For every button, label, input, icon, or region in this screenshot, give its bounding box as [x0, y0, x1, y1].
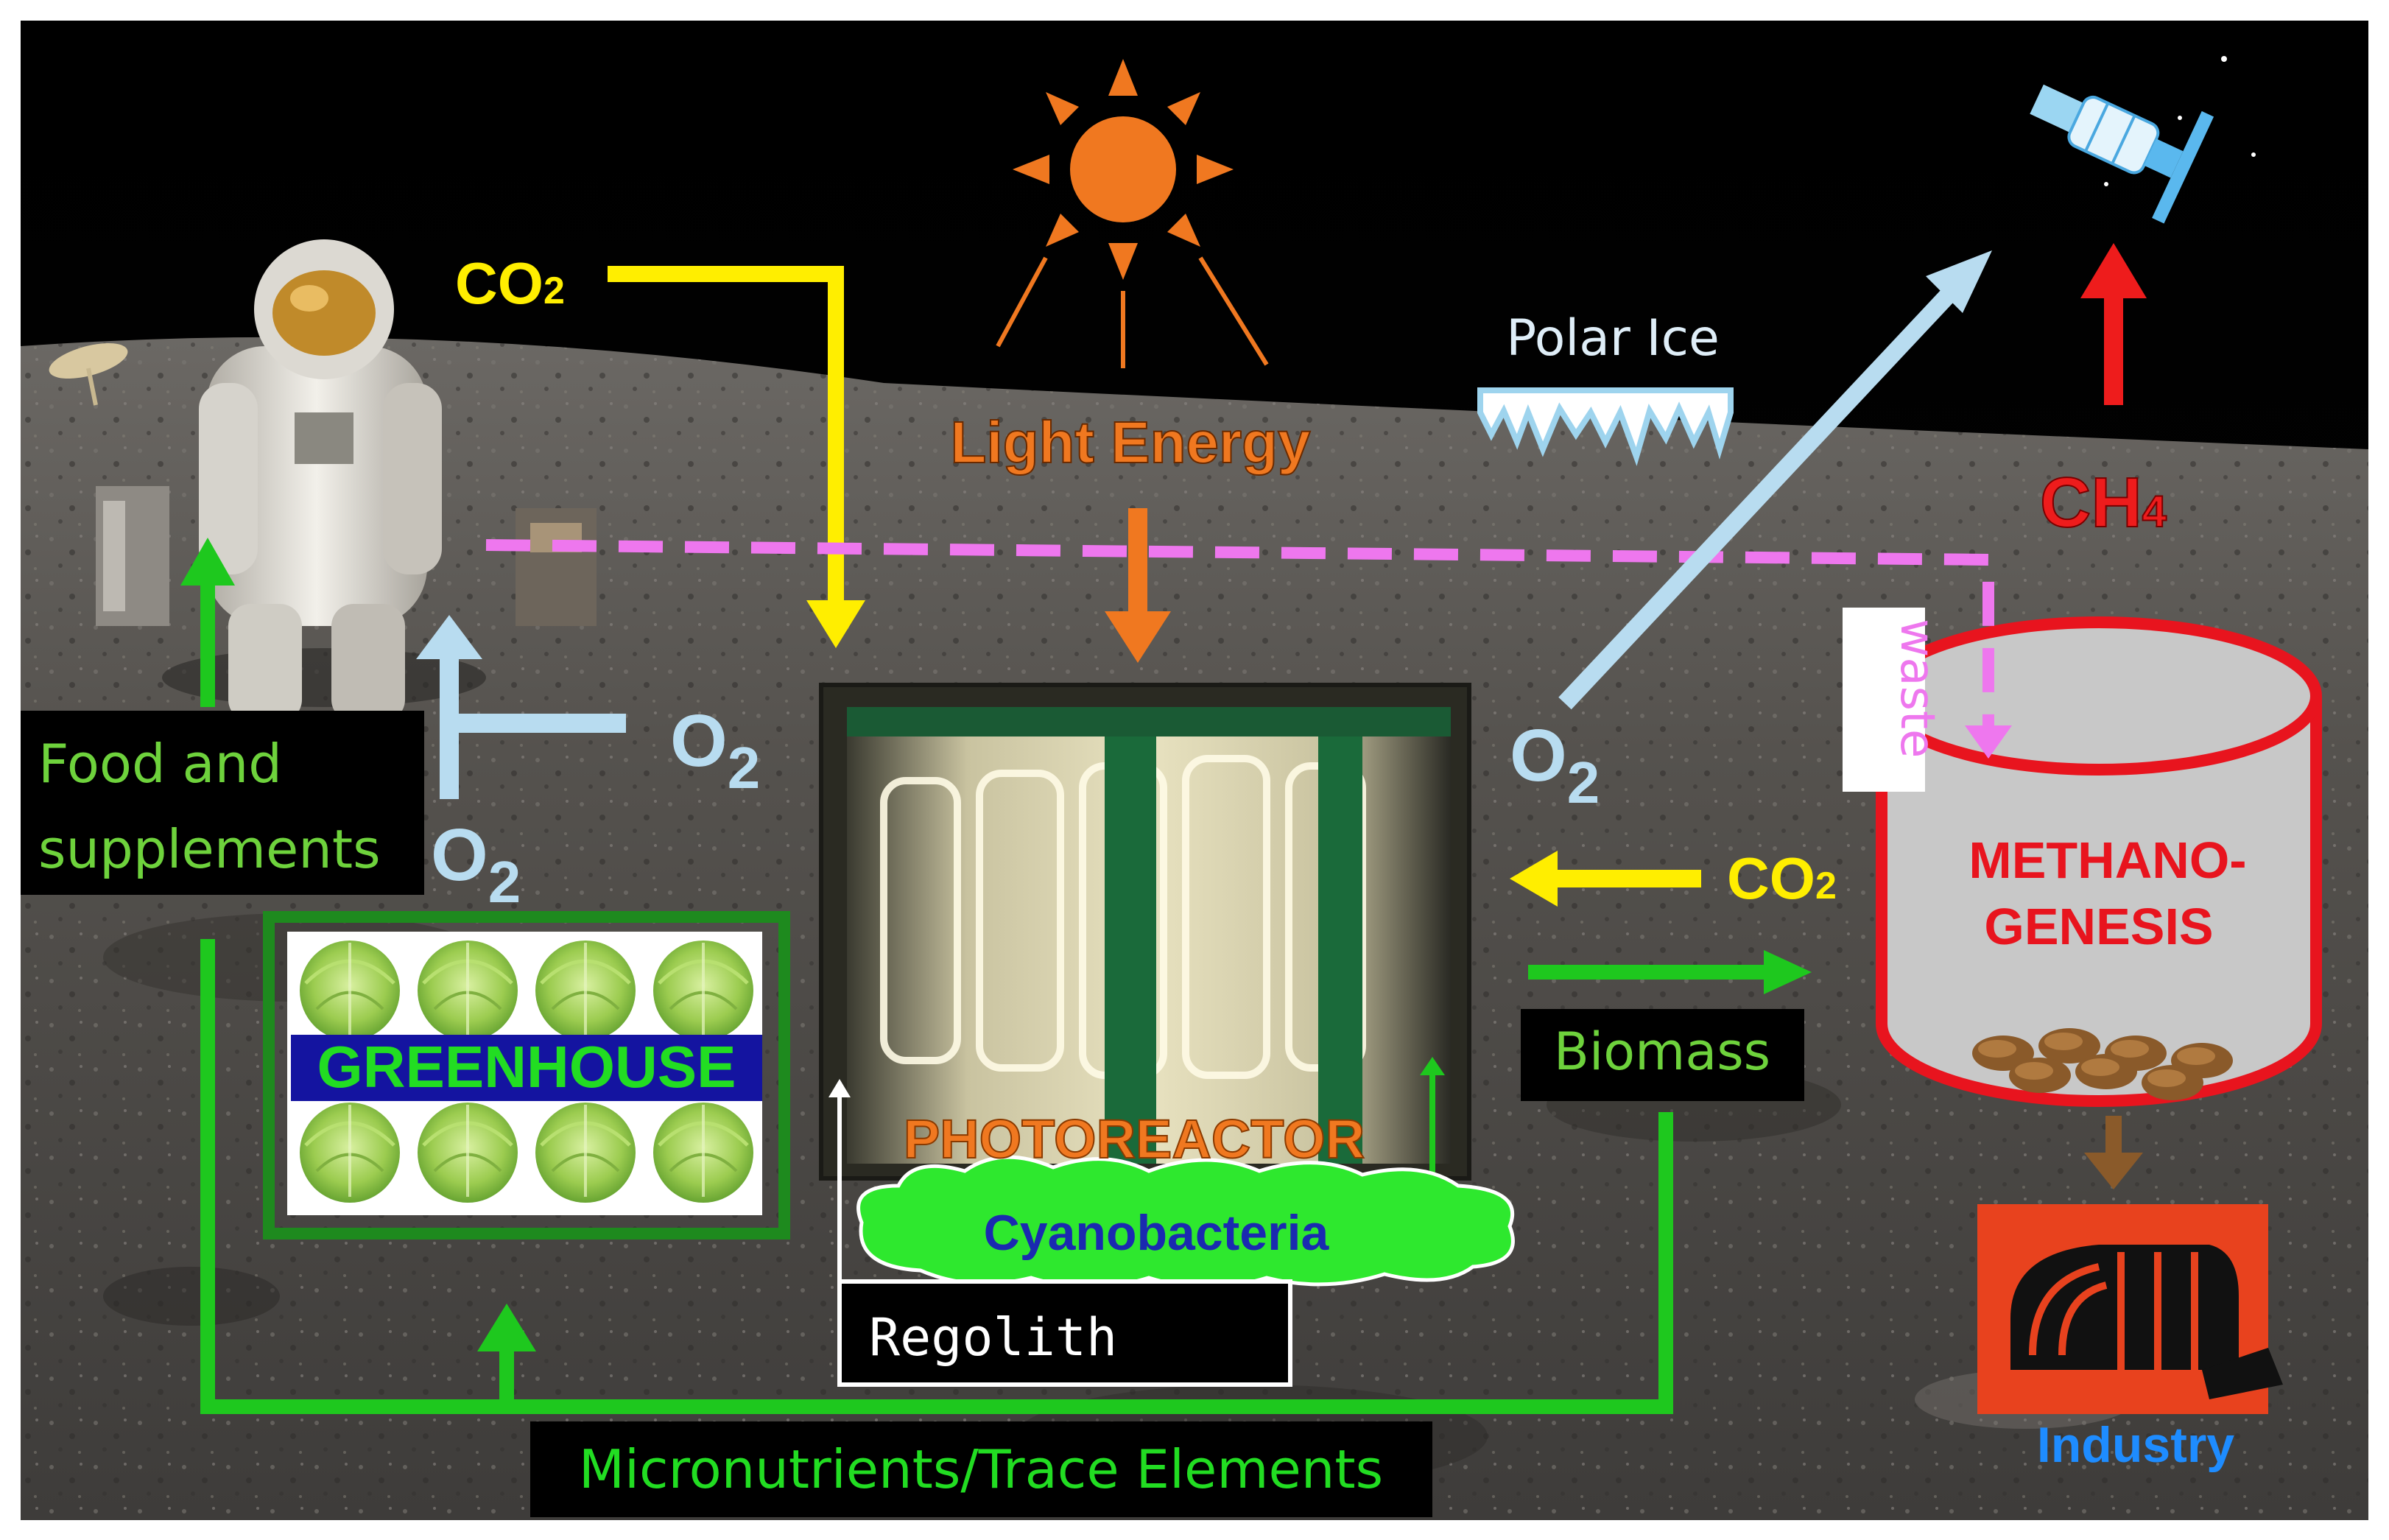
photoreactor-label: PHOTOREACTOR [904, 1108, 1365, 1170]
lettuce-icon [418, 1103, 518, 1203]
o2-to-station-arrow [1558, 250, 1992, 710]
space-station-icon [2030, 84, 2214, 224]
ch4-arrow [2080, 243, 2147, 405]
greenhouse-label: GREENHOUSE [317, 1034, 736, 1100]
food-label-line1: Food and [38, 733, 282, 795]
lettuce-icon [653, 1103, 753, 1203]
micronutrients-box [530, 1421, 1432, 1517]
biomass-box [1521, 1009, 1804, 1101]
regolith-label: Regolith [869, 1307, 1117, 1368]
industry-label: Industry [2037, 1417, 2234, 1473]
polar-ice-label: Polar Ice [1506, 309, 1720, 368]
polar-ice-icon [1477, 387, 1734, 466]
astronaut-illustration [49, 239, 597, 722]
regolith-box [837, 1279, 1292, 1387]
waste-box [1843, 608, 1925, 792]
lettuce-icon [535, 940, 636, 1041]
lettuce-icon [300, 940, 400, 1041]
food-to-astronaut-arrow [180, 538, 235, 707]
methanogenesis-to-industry-arrow [2084, 1116, 2143, 1189]
sun-icon [996, 59, 1269, 368]
industry-icon [1977, 1204, 2283, 1414]
ch4-label: CH4 [2040, 463, 2167, 542]
lettuce-icon [653, 940, 753, 1041]
waste-flow-arrow [485, 539, 2012, 759]
greenhouse-box [263, 911, 790, 1240]
waste-label: waste [1890, 619, 1944, 758]
o2-right-label: O2 [1510, 714, 1600, 815]
o2-center-label: O2 [670, 700, 760, 801]
photoreactor-image [819, 683, 1471, 1181]
light-energy-arrow [1105, 508, 1171, 663]
light-energy-label: Light Energy [951, 409, 1311, 475]
lettuce-icon [535, 1103, 636, 1203]
o2-greenhouse-label: O2 [431, 814, 521, 915]
food-supplements-box [21, 711, 424, 895]
food-label-line2: supplements [38, 818, 381, 880]
co2-right-label: CO2 [1727, 845, 1837, 911]
o2-to-astronaut-arrow [416, 615, 626, 799]
lettuce-icon [418, 940, 518, 1041]
methanogenesis-label-line1: METHANO- [1968, 831, 2246, 889]
biomass-arrow [1528, 950, 1812, 994]
co2-from-methanogenesis-arrow [1510, 851, 1701, 907]
cyanobacteria-up-arrow [1420, 1057, 1445, 1178]
micronutrients-label: Micronutrients/Trace Elements [579, 1438, 1383, 1500]
methanogenesis-label-line2: GENESIS [1984, 898, 2213, 955]
biomass-label: Biomass [1554, 1022, 1770, 1082]
lettuce-icon [300, 1103, 400, 1203]
co2-to-photoreactor-arrow [608, 266, 865, 648]
co2-top-label: CO2 [455, 250, 565, 316]
cyanobacteria-label: Cyanobacteria [984, 1205, 1330, 1261]
micronutrients-loop-arrow [200, 939, 1673, 1414]
